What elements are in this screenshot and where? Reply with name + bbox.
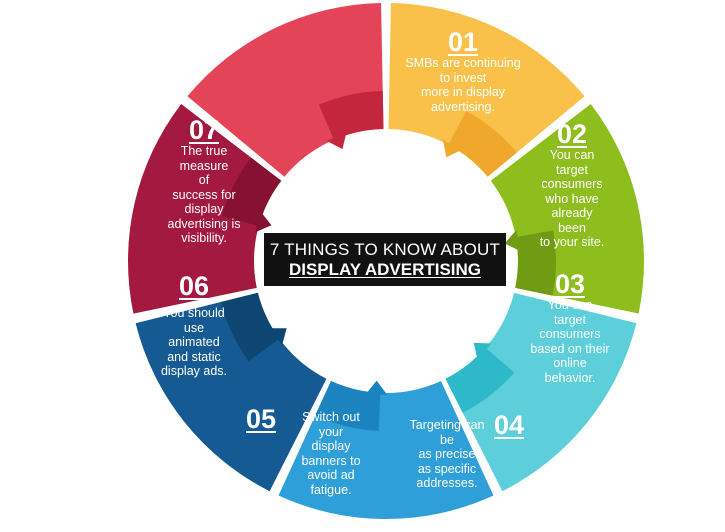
- segment-06-accent: [222, 157, 282, 227]
- segment-05-text: Switch out your display banners to avoid…: [290, 410, 372, 497]
- segment-03-number: 03: [554, 269, 586, 299]
- segment-02-description: You can target consumers who have alread…: [539, 148, 605, 249]
- segment-07-number: 07: [188, 115, 220, 145]
- segment-05-accent: [221, 292, 280, 362]
- segment-02-text: 02 You can target consumers who have alr…: [520, 120, 624, 250]
- title-box: 7 THINGS TO KNOW ABOUT DISPLAY ADVERTISI…: [264, 233, 506, 286]
- segment-05-notch: [270, 328, 287, 346]
- segment-03-accent: [445, 347, 515, 413]
- segment-01-description: SMBs are continuing to invest more in di…: [405, 56, 521, 114]
- segment-04-text: Targeting can be as precise as specific …: [395, 418, 499, 491]
- segment-02-number: 02: [556, 119, 588, 149]
- segment-04-description: Targeting can be as precise as specific …: [409, 418, 485, 490]
- segment-01-notch: [443, 139, 462, 158]
- segment-06-notch: [255, 212, 272, 233]
- segment-01-shape: [388, 3, 585, 177]
- segment-05-description: Switch out your display banners to avoid…: [301, 410, 361, 497]
- segment-01-number: 01: [447, 27, 479, 57]
- segment-06-description: You should use animated and static displ…: [160, 306, 227, 378]
- segment-04-accent: [315, 381, 381, 431]
- segment-07-description: The true measure of success for display …: [167, 144, 241, 245]
- segment-02-notch: [504, 229, 520, 251]
- segment-06-text: 06 You should use animated and static di…: [146, 272, 242, 379]
- segment-02-accent: [515, 230, 556, 296]
- segment-05-number: 05: [246, 404, 277, 434]
- title-line-2: DISPLAY ADVERTISING: [288, 260, 482, 279]
- segment-07-notch: [326, 133, 347, 150]
- segment-03-description: You can target consumers based on their …: [530, 298, 610, 385]
- title-line-1: 7 THINGS TO KNOW ABOUT: [269, 240, 501, 259]
- segment-01-accent: [448, 111, 517, 177]
- segment-03-shape: [445, 292, 637, 492]
- segment-03-text: 03 You can target consumers based on the…: [510, 270, 630, 385]
- segment-03-notch: [473, 342, 492, 360]
- segment-04-notch: [366, 380, 388, 395]
- segment-06-number: 06: [178, 271, 210, 301]
- segment-05-shape: [135, 292, 327, 492]
- segment-06-shape: [128, 104, 282, 314]
- segment-07-text: 07 The true measure of success for displ…: [140, 116, 268, 246]
- segment-07-accent: [318, 91, 384, 140]
- segment-04-number: 04: [494, 410, 525, 440]
- segment-01-text: 01 SMBs are continuing to invest more in…: [393, 28, 533, 114]
